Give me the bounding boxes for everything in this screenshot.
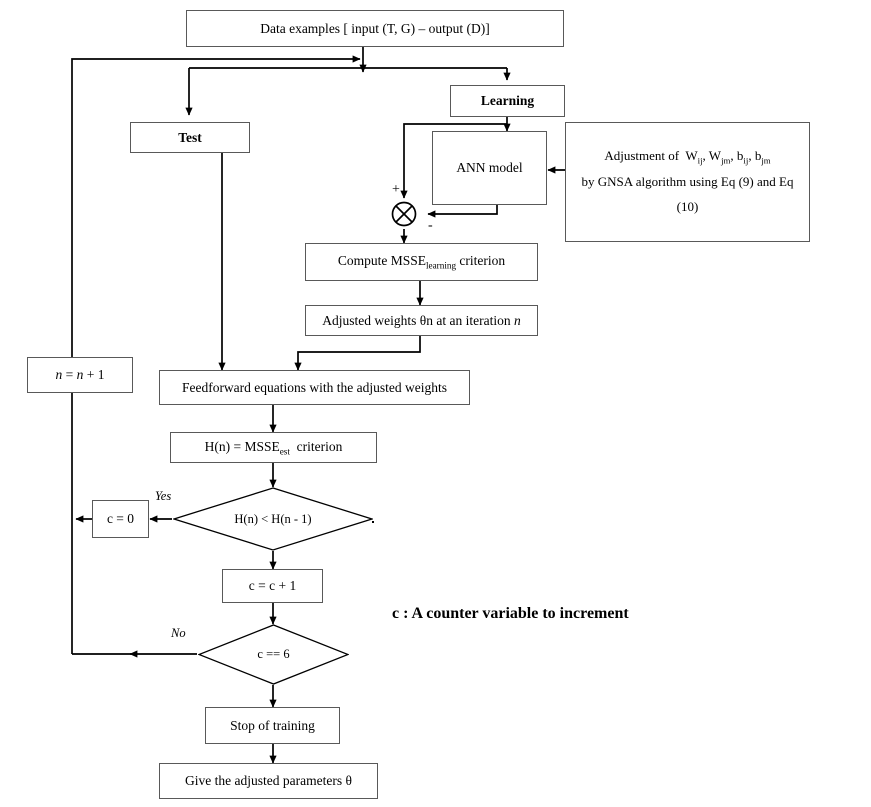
node-data-examples-label: Data examples [ input (T, G) – output (D… bbox=[260, 20, 490, 36]
node-stop-training: Stop of training bbox=[205, 707, 340, 744]
node-give-parameters-label: Give the adjusted parameters θ bbox=[185, 773, 352, 789]
node-test-label: Test bbox=[178, 129, 202, 145]
node-adjustment-line-3: (10) bbox=[676, 199, 699, 215]
node-feedforward-label: Feedforward equations with the adjusted … bbox=[181, 379, 448, 395]
decision-counter-equals-six-label: c == 6 bbox=[257, 647, 290, 661]
node-learning: Learning bbox=[450, 85, 565, 117]
node-n-increment: n = n + 1 bbox=[27, 357, 133, 393]
node-adjustment-line-1: Adjustment of Wij, Wjm, bij, bjm bbox=[604, 147, 771, 166]
node-give-parameters: Give the adjusted parameters θ bbox=[159, 763, 378, 799]
node-n-increment-label: n = n + 1 bbox=[55, 367, 105, 383]
decision-h-comparison-shape bbox=[173, 487, 373, 551]
edge-label-yes: Yes bbox=[155, 489, 172, 503]
edge-label-no: No bbox=[171, 626, 186, 640]
node-stop-training-label: Stop of training bbox=[230, 717, 315, 733]
node-adjustment: Adjustment of Wij, Wjm, bij, bjm by GNSA… bbox=[565, 122, 810, 242]
summing-junction-icon bbox=[391, 201, 417, 227]
decision-counter-equals-six-shape bbox=[198, 624, 349, 685]
node-c-zero: c = 0 bbox=[92, 500, 149, 538]
node-compute-msse: Compute MSSElearning criterion bbox=[305, 243, 538, 281]
summing-minus-sign: - bbox=[428, 218, 433, 233]
node-ann-model-label: ANN model bbox=[456, 160, 523, 176]
node-compute-msse-label: Compute MSSElearning criterion bbox=[337, 253, 506, 271]
annotation-counter-description: c : A counter variable to increment bbox=[392, 605, 629, 622]
node-adjusted-weights-label: Adjusted weights θn at an iteration n bbox=[322, 312, 521, 328]
summing-junction bbox=[389, 199, 419, 229]
node-c-zero-label: c = 0 bbox=[106, 511, 135, 527]
decision-h-comparison: H(n) < H(n - 1) bbox=[173, 487, 373, 551]
node-data-examples: Data examples [ input (T, G) – output (D… bbox=[186, 10, 564, 47]
node-learning-label: Learning bbox=[480, 93, 535, 109]
node-h-of-n-label: H(n) = MSSEest criterion bbox=[204, 438, 343, 457]
summing-plus-sign: + bbox=[392, 182, 400, 197]
node-c-increment: c = c + 1 bbox=[222, 569, 323, 603]
node-ann-model: ANN model bbox=[432, 131, 547, 205]
node-feedforward: Feedforward equations with the adjusted … bbox=[159, 370, 470, 405]
node-test: Test bbox=[130, 122, 250, 153]
decision-counter-equals-six: c == 6 bbox=[198, 624, 349, 685]
node-adjusted-weights: Adjusted weights θn at an iteration n bbox=[305, 305, 538, 336]
decision-h-comparison-label: H(n) < H(n - 1) bbox=[234, 511, 312, 526]
node-h-of-n: H(n) = MSSEest criterion bbox=[170, 432, 377, 463]
artifact-dot-right-of-diamond bbox=[372, 521, 374, 523]
node-adjustment-line-2: by GNSA algorithm using Eq (9) and Eq bbox=[581, 174, 794, 190]
node-c-increment-label: c = c + 1 bbox=[248, 578, 297, 594]
